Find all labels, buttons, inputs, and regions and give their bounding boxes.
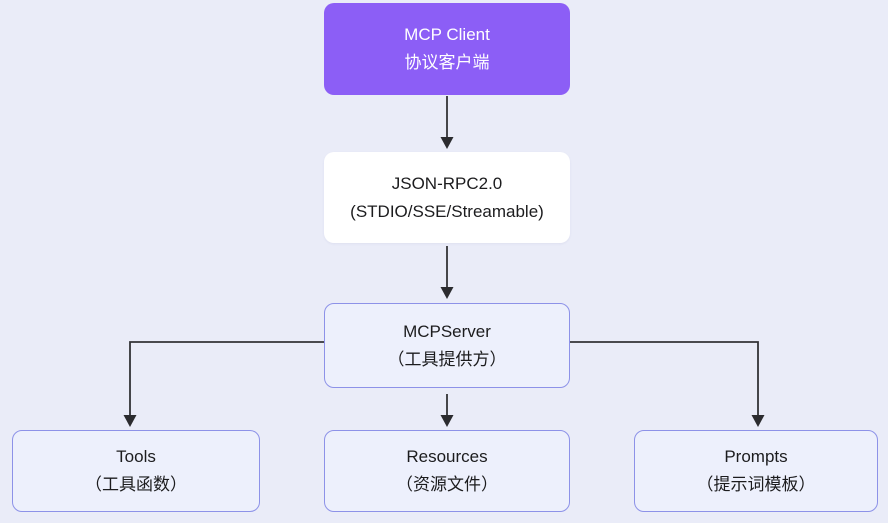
node-mcp-server: MCPServer （工具提供方）	[324, 303, 570, 388]
arrow-protocol-to-server-icon	[440, 246, 454, 299]
node-prompts-title: Prompts	[724, 447, 788, 466]
node-prompts: Prompts （提示词模板）	[634, 430, 878, 512]
node-prompts-subtitle: （提示词模板）	[696, 475, 816, 494]
node-mcp-server-subtitle: （工具提供方）	[387, 349, 507, 369]
node-tools-title: Tools	[116, 447, 156, 466]
node-resources-title: Resources	[406, 447, 488, 466]
node-json-rpc-subtitle: (STDIO/SSE/Streamable)	[350, 201, 544, 221]
arrow-client-to-protocol-icon	[440, 96, 454, 149]
node-resources-subtitle: （资源文件）	[396, 475, 498, 494]
node-tools: Tools （工具函数）	[12, 430, 260, 512]
node-resources: Resources （资源文件）	[324, 430, 570, 512]
node-tools-subtitle: （工具函数）	[85, 475, 187, 494]
node-mcp-client-subtitle: 协议客户端	[404, 53, 490, 72]
node-json-rpc-title: JSON-RPC2.0	[391, 173, 503, 193]
node-json-rpc: JSON-RPC2.0 (STDIO/SSE/Streamable)	[324, 152, 570, 243]
node-mcp-server-title: MCPServer	[403, 321, 491, 341]
arrow-server-to-tools-icon	[123, 341, 324, 427]
arrow-server-to-prompts-icon	[570, 341, 765, 427]
arrow-server-to-resources-icon	[440, 394, 454, 427]
node-mcp-client-title: MCP Client	[404, 25, 490, 44]
node-mcp-client: MCP Client 协议客户端	[324, 3, 570, 95]
